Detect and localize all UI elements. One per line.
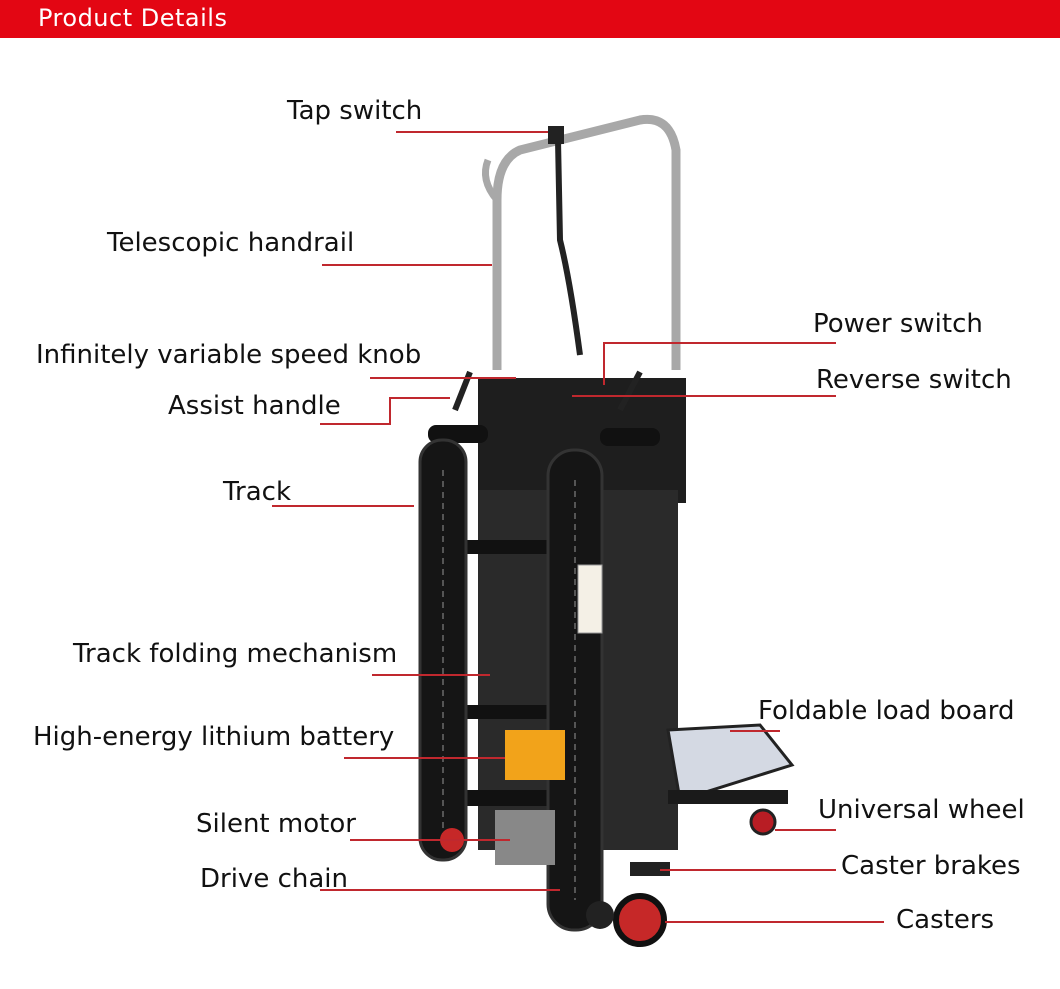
label-telescopic-handrail: Telescopic handrail	[107, 228, 355, 258]
leader-assist-handle	[320, 397, 450, 425]
label-track-folding: Track folding mechanism	[73, 639, 398, 669]
header-banner: Product Details	[0, 0, 1060, 38]
leader-power-switch	[603, 342, 836, 385]
label-assist-handle: Assist handle	[168, 391, 341, 421]
caster-shape	[613, 893, 667, 947]
label-universal-wheel: Universal wheel	[818, 795, 1025, 825]
warning-label-shape	[577, 564, 603, 634]
label-load-board: Foldable load board	[758, 696, 1015, 726]
coiled-cable-shape	[555, 139, 583, 356]
tap-switch-shape	[548, 126, 564, 144]
label-reverse-switch: Reverse switch	[816, 365, 1012, 395]
label-tap-switch: Tap switch	[287, 96, 423, 126]
battery-label-shape	[505, 730, 565, 780]
silent-motor-shape	[495, 810, 555, 865]
label-power-switch: Power switch	[813, 309, 983, 339]
header-title: Product Details	[38, 4, 228, 32]
label-caster-brakes: Caster brakes	[841, 851, 1021, 881]
label-drive-chain: Drive chain	[200, 864, 348, 894]
caster-brake-shape	[630, 862, 670, 876]
label-speed-knob: Infinitely variable speed knob	[36, 340, 422, 370]
label-casters: Casters	[896, 905, 995, 935]
label-track: Track	[223, 477, 292, 507]
leader-lines	[272, 131, 884, 923]
label-battery: High-energy lithium battery	[33, 722, 395, 752]
load-board-shape	[666, 723, 795, 802]
label-silent-motor: Silent motor	[196, 809, 356, 839]
universal-wheel-shape	[749, 808, 777, 836]
telescopic-handrail-shape	[492, 114, 681, 370]
